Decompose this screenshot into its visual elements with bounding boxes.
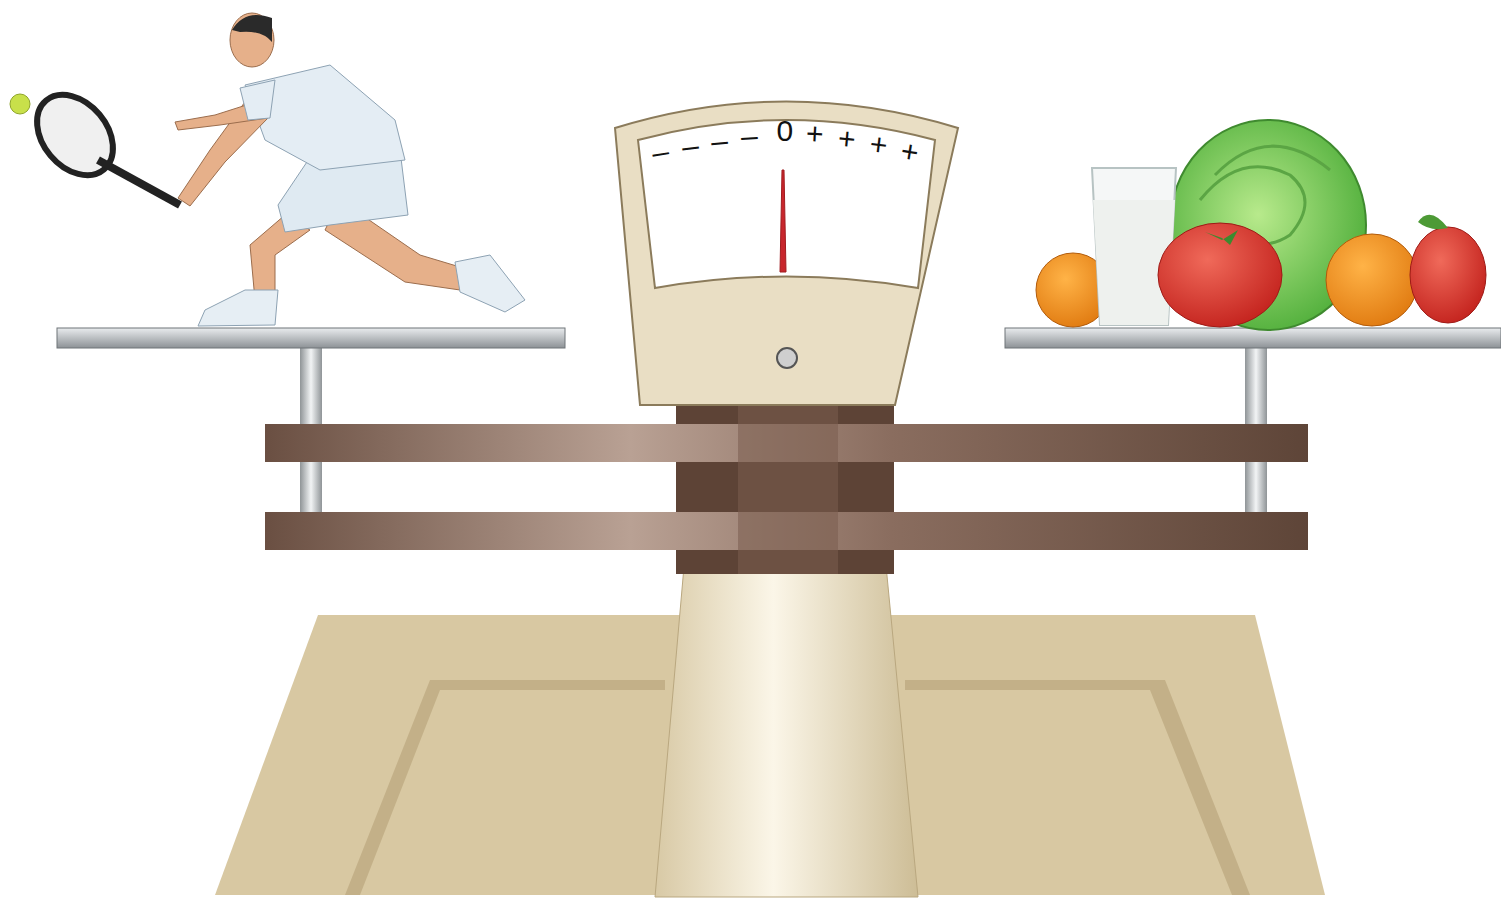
food [1036,120,1486,330]
dial-mark: 0 [777,116,794,146]
dial-mark: + [837,123,857,154]
dial-mark: – [740,121,758,152]
dial [615,102,958,406]
right-pan [1005,328,1501,348]
needle [780,170,786,272]
left-pan [57,328,565,348]
dial-mark: – [709,125,728,156]
tennis-player [10,13,525,326]
dial-mark: + [868,129,889,161]
scale-base [215,555,1325,897]
dial-mark: + [805,119,824,150]
beam [265,402,1308,574]
dial-mark: – [680,130,700,162]
